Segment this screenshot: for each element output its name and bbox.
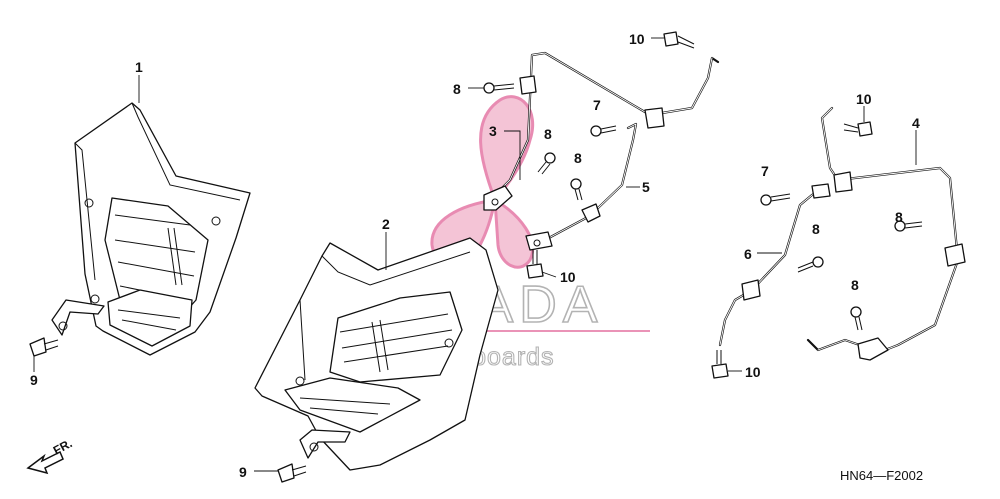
front-direction-marker: FR. <box>26 436 74 475</box>
part-2-cover <box>254 237 499 471</box>
callout-5: 5 <box>642 179 650 195</box>
callout-10c: 10 <box>560 269 576 285</box>
clip-icon <box>29 337 307 483</box>
callout-10b: 10 <box>856 91 872 107</box>
bolt-icon <box>526 31 873 379</box>
callout-8c: 8 <box>574 150 582 166</box>
callout-8e: 8 <box>895 209 903 225</box>
callout-8f: 8 <box>851 277 859 293</box>
part-1-cover <box>51 102 251 356</box>
propeller-logo-icon <box>430 95 535 269</box>
arrow-icon <box>26 450 64 475</box>
screw-icon <box>483 82 923 331</box>
callout-3: 3 <box>489 123 497 139</box>
callout-6: 6 <box>744 246 752 262</box>
callout-8d: 8 <box>812 221 820 237</box>
callout-2: 2 <box>382 216 390 232</box>
part-3-stay <box>483 51 720 211</box>
callout-10d: 10 <box>745 364 761 380</box>
leader-lines <box>33 37 917 472</box>
callout-7a: 7 <box>593 97 601 113</box>
callout-8b: 8 <box>544 126 552 142</box>
callout-8a: 8 <box>453 81 461 97</box>
callout-9b: 9 <box>239 464 247 480</box>
callouts: 1 2 3 4 5 6 7 7 8 8 8 8 8 8 9 9 10 10 10… <box>30 31 920 480</box>
callout-10a: 10 <box>629 31 645 47</box>
callout-1: 1 <box>135 59 143 75</box>
callout-9a: 9 <box>30 372 38 388</box>
part-5-stay <box>525 122 638 251</box>
part-4-stay <box>806 106 966 361</box>
part-6-stay <box>718 183 831 347</box>
callout-4: 4 <box>912 115 920 131</box>
drawing-code: HN64—F2002 <box>840 468 923 483</box>
callout-7b: 7 <box>761 163 769 179</box>
